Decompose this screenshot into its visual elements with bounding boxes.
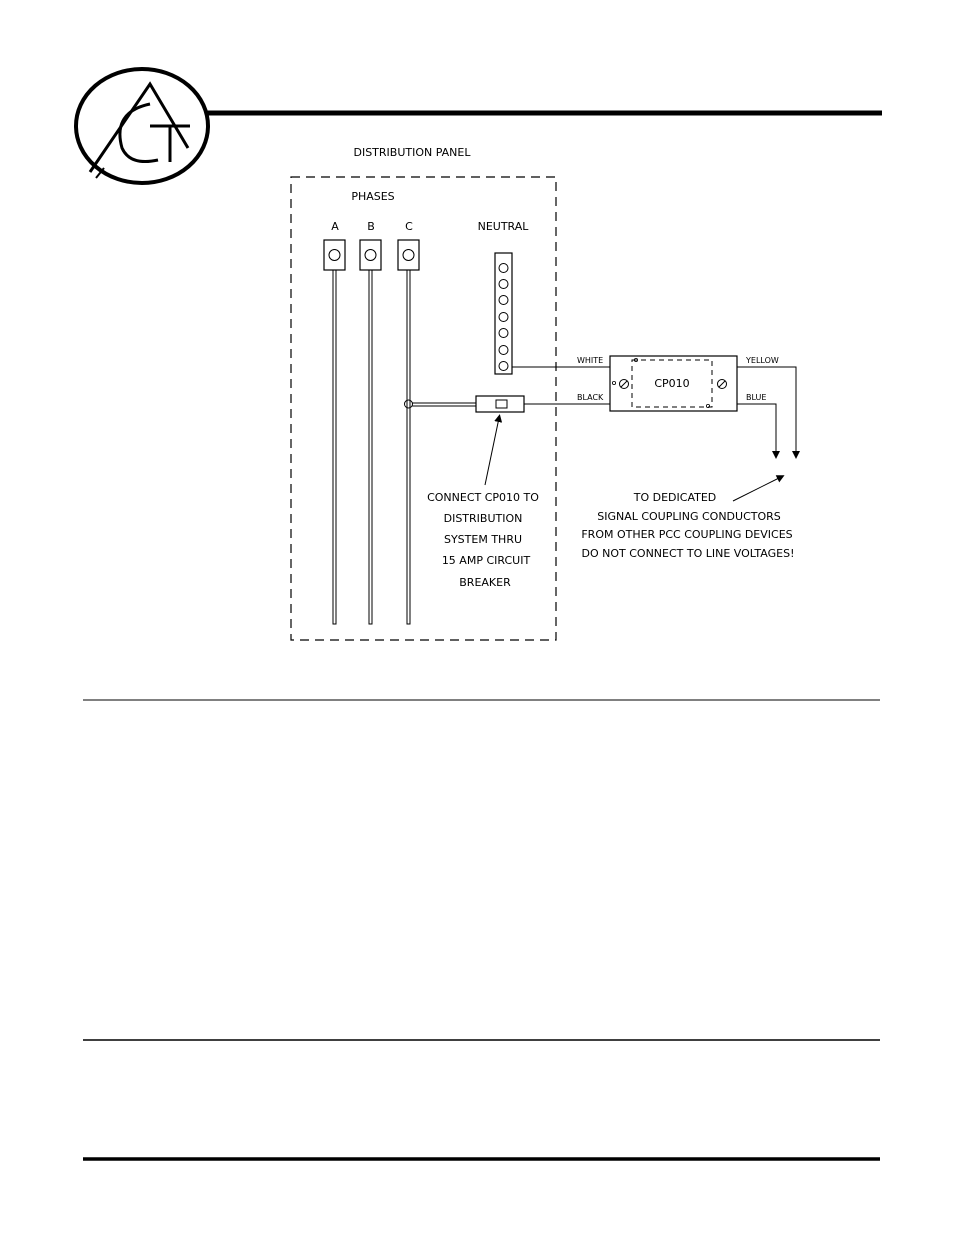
- svg-text:DO NOT CONNECT TO LINE VOLTAGE: DO NOT CONNECT TO LINE VOLTAGES!: [582, 547, 795, 560]
- act-logo: [74, 67, 210, 185]
- breaker-callout-arrow: [484, 414, 503, 486]
- phase-b-bus: B: [359, 220, 382, 625]
- breaker-note: CONNECT CP010 TO DISTRIBUTION SYSTEM THR…: [427, 491, 539, 589]
- signal-callout-arrow: [732, 475, 785, 502]
- circuit-breaker: [475, 395, 525, 413]
- phase-c-tap: [404, 399, 413, 409]
- svg-text:SIGNAL COUPLING CONDUCTORS: SIGNAL COUPLING CONDUCTORS: [597, 510, 781, 523]
- distribution-panel-boundary: [290, 176, 557, 641]
- svg-text:CONNECT CP010 TO: CONNECT CP010 TO: [427, 491, 539, 504]
- phases-label: PHASES: [351, 190, 394, 203]
- svg-text:BREAKER: BREAKER: [459, 576, 511, 589]
- svg-text:DISTRIBUTION: DISTRIBUTION: [444, 512, 523, 525]
- panel-title: DISTRIBUTION PANEL: [353, 146, 471, 159]
- cp010-label: CP010: [654, 377, 689, 390]
- yellow-wire: [737, 366, 800, 459]
- yellow-wire-label: YELLOW: [745, 356, 779, 365]
- white-wire-label: WHITE: [577, 356, 603, 365]
- svg-text:15 AMP CIRCUIT: 15 AMP CIRCUIT: [442, 554, 531, 567]
- svg-text:FROM OTHER PCC COUPLING DEVICE: FROM OTHER PCC COUPLING DEVICES: [581, 528, 792, 541]
- signal-note: TO DEDICATED SIGNAL COUPLING CONDUCTORS …: [581, 491, 794, 560]
- phase-c-label: C: [405, 220, 413, 233]
- phase-c-bus: C: [397, 220, 420, 625]
- cp010-coupler: CP010: [609, 355, 738, 412]
- phase-b-label: B: [367, 220, 375, 233]
- neutral-label: NEUTRAL: [478, 220, 530, 233]
- neutral-bar: NEUTRAL: [478, 220, 530, 375]
- svg-text:SYSTEM THRU: SYSTEM THRU: [444, 533, 522, 546]
- phase-a-label: A: [331, 220, 339, 233]
- blue-wire: [737, 403, 780, 459]
- black-wire-label: BLACK: [577, 393, 604, 402]
- svg-text:TO DEDICATED: TO DEDICATED: [633, 491, 717, 504]
- phase-a-bus: A: [323, 220, 346, 625]
- blue-wire-label: BLUE: [746, 393, 766, 402]
